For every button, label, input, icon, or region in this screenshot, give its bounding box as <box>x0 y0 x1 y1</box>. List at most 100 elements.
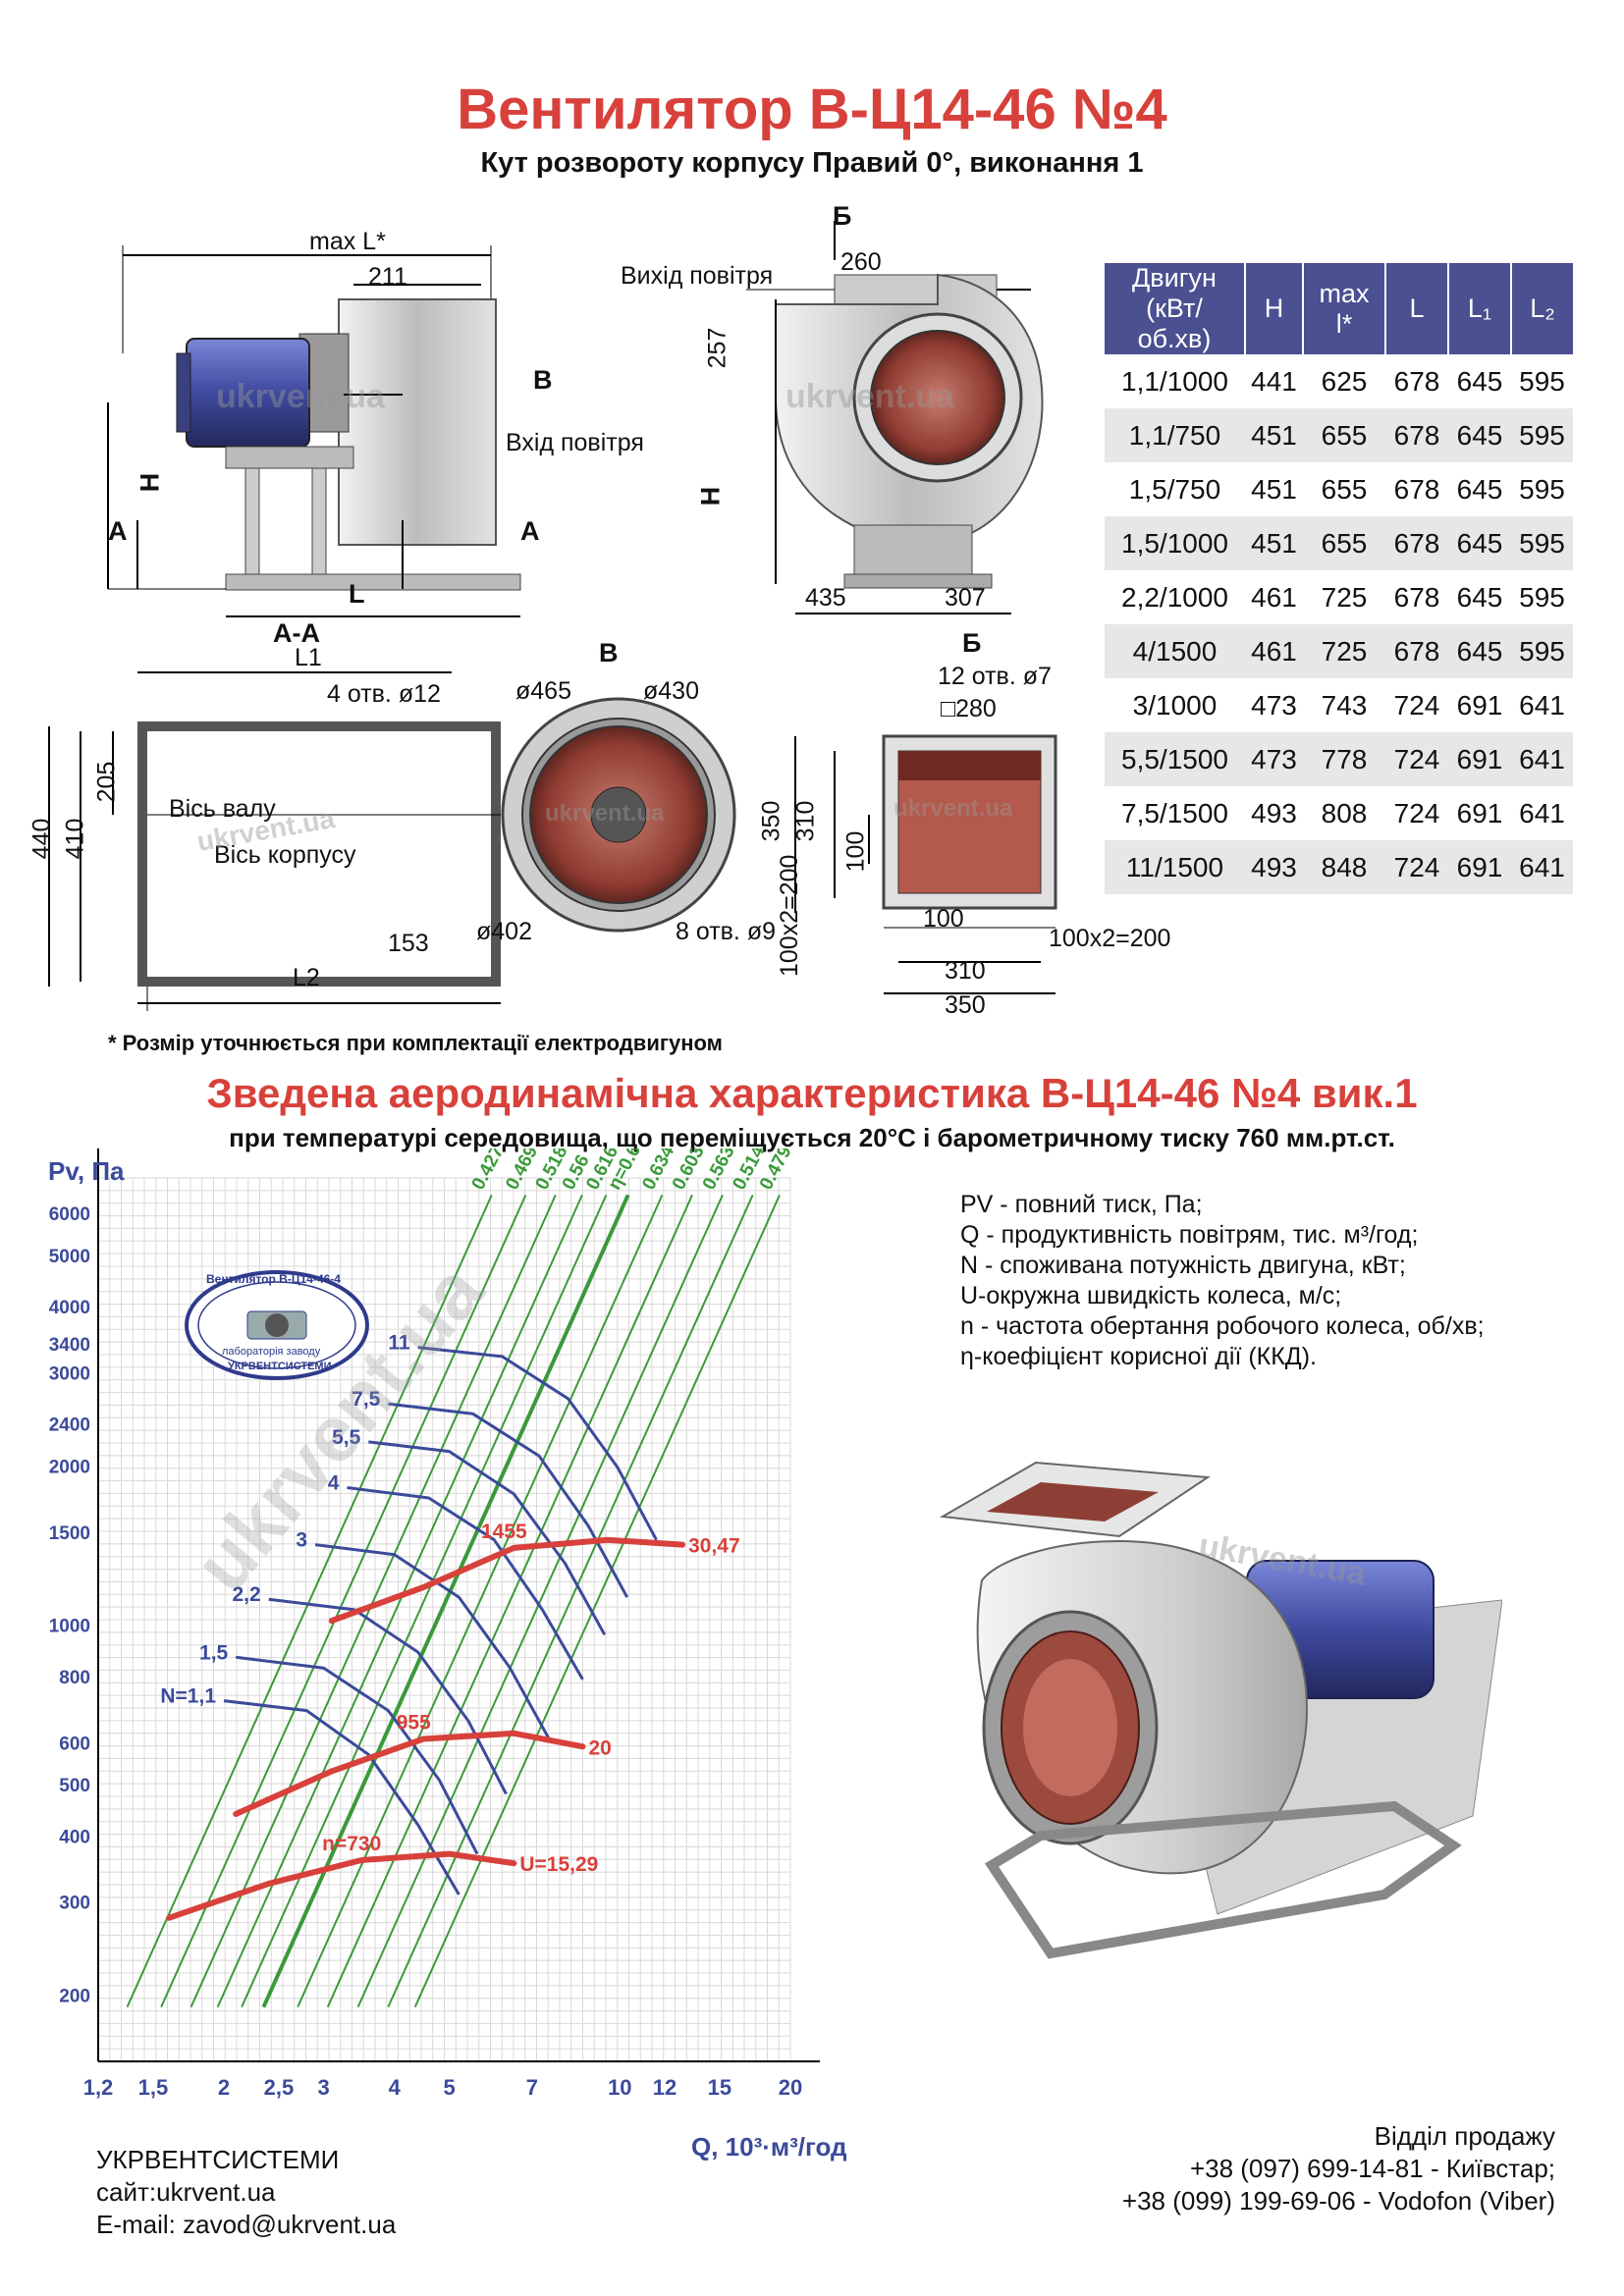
col-max-l: max l* <box>1303 263 1386 354</box>
efficiency-line <box>413 1194 781 2008</box>
power-curve <box>268 1597 508 1795</box>
dim-257: 257 <box>703 327 731 369</box>
power-curve-label: 2,2 <box>232 1583 260 1606</box>
dim-153: 153 <box>388 930 429 957</box>
efficiency-line <box>356 1194 724 2008</box>
y-tick-label: 1000 <box>49 1617 90 1637</box>
power-curve <box>388 1402 629 1598</box>
spec-table: Двигун (кВт/об.хв) H max l* L L₁ L₂ 1,1/… <box>1105 263 1573 894</box>
dim-h-front: H <box>695 486 726 507</box>
dim-211: 211 <box>368 263 407 291</box>
power-curve-label: 5,5 <box>332 1426 361 1449</box>
power-curve-label: 7,5 <box>352 1388 381 1411</box>
dim-350-v: 350 <box>757 800 785 842</box>
body-axis-label: Вісь корпусу <box>214 841 356 869</box>
watermark: ukrvent.ua <box>893 795 1013 822</box>
col-motor: Двигун (кВт/об.хв) <box>1105 263 1246 354</box>
view-v-drawing <box>501 697 736 933</box>
view-b-drawing <box>794 734 1057 994</box>
inlet-label: Вхід повітря <box>506 429 644 456</box>
dim-260: 260 <box>840 248 882 276</box>
legend: PV - повний тиск, Па; Q - продуктивність… <box>960 1190 1485 1372</box>
x-tick-label: 1,5 <box>138 2075 169 2100</box>
dim-410: 410 <box>61 818 89 860</box>
legend-item: PV - повний тиск, Па; <box>960 1191 1203 1218</box>
dim-205: 205 <box>92 761 121 803</box>
y-tick-label: 600 <box>59 1734 90 1754</box>
col-l1: L₁ <box>1448 263 1512 354</box>
speed-curve <box>166 1850 517 1921</box>
holes-8: 8 отв. ø9 <box>676 918 777 945</box>
x-tick-label: 3 <box>317 2075 329 2100</box>
power-curve <box>368 1440 607 1636</box>
outlet-label: Вихід повітря <box>621 262 774 290</box>
x-tick-label: 4 <box>389 2075 402 2100</box>
dim-465: ø465 <box>515 677 571 705</box>
efficiency-line <box>126 1194 493 2008</box>
col-l: L <box>1385 263 1449 354</box>
y-tick-label: 3400 <box>49 1335 90 1356</box>
x-tick-label: 2,5 <box>264 2075 295 2100</box>
phone-vodafone[interactable]: +38 (099) 199-69-06 - Vodofon (Viber) <box>1121 2186 1555 2216</box>
power-curve <box>236 1655 479 1855</box>
x-tick-label: 15 <box>708 2075 731 2100</box>
dim-max-l: max L* <box>309 228 386 255</box>
y-tick-label: 2000 <box>49 1457 90 1477</box>
side-view-drawing <box>107 245 521 617</box>
power-curve-label: N=1,1 <box>160 1685 216 1708</box>
phone-kyivstar[interactable]: +38 (097) 699-14-81 - Київстар; <box>1189 2154 1555 2183</box>
fan-3d-illustration <box>939 1461 1502 1959</box>
page-subtitle: Кут розвороту корпусу Правий 0°, виконан… <box>480 147 1144 179</box>
y-axis-label: Pv, Па <box>48 1156 125 1186</box>
y-tick-label: 2400 <box>49 1415 90 1436</box>
dim-307: 307 <box>945 584 986 612</box>
legend-item: N - споживана потужність двигуна, кВт; <box>960 1252 1406 1279</box>
y-tick-label: 3000 <box>49 1363 90 1384</box>
x-tick-label: 12 <box>653 2075 677 2100</box>
efficiency-line <box>387 1194 754 2008</box>
x-tick-label: 7 <box>526 2075 538 2100</box>
y-tick-label: 1500 <box>49 1523 90 1544</box>
y-tick-label: 400 <box>59 1827 90 1847</box>
page-title: Вентилятор В-Ц14-46 №4 <box>457 78 1167 141</box>
chart-axes <box>97 1148 820 2062</box>
dim-402: ø402 <box>476 918 532 945</box>
efficiency-line <box>326 1194 693 2008</box>
x-axis-label: Q, 10³·м³/год <box>691 2132 847 2162</box>
dim-430: ø430 <box>643 677 699 705</box>
y-tick-label: 6000 <box>49 1204 90 1225</box>
legend-item: n - частота обертання робочого колеса, о… <box>960 1312 1485 1340</box>
col-l2: L₂ <box>1511 263 1573 354</box>
legend-item: U-окружна швидкість колеса, м/с; <box>960 1282 1342 1309</box>
company-site[interactable]: сайт:ukrvent.ua <box>96 2177 276 2207</box>
stamp-line3: УКРВЕНТСИСТЕМИ <box>228 1361 332 1372</box>
section-a-right: A <box>520 516 540 546</box>
speed-curve <box>328 1536 686 1625</box>
footnote: * Розмір уточнюється при комплектації ел… <box>108 1031 723 1055</box>
lab-stamp-badge <box>185 1270 369 1380</box>
company-name: УКРВЕНТСИСТЕМИ <box>96 2145 340 2174</box>
dim-310-v: 310 <box>791 800 820 842</box>
y-tick-label: 800 <box>59 1668 90 1688</box>
section-a-left: A <box>108 516 128 546</box>
col-h: H <box>1245 263 1304 354</box>
x-tick-label: 1,2 <box>83 2075 114 2100</box>
efficiency-line <box>297 1194 664 2008</box>
section-aa-drawing <box>48 671 501 1011</box>
aero-title: Зведена аеродинамічна характеристика В-Ц… <box>206 1070 1418 1116</box>
power-curve-label: 3 <box>296 1529 307 1552</box>
speed-curve-end-label: 20 <box>589 1736 612 1759</box>
holes-12: 12 отв. ø7 <box>938 663 1052 690</box>
front-view-drawing <box>746 221 1044 614</box>
x-tick-label: 2 <box>218 2075 230 2100</box>
x-tick-label: 5 <box>443 2075 455 2100</box>
company-email[interactable]: E-mail: zavod@ukrvent.ua <box>96 2210 397 2239</box>
dim-l2: L2 <box>293 964 320 991</box>
